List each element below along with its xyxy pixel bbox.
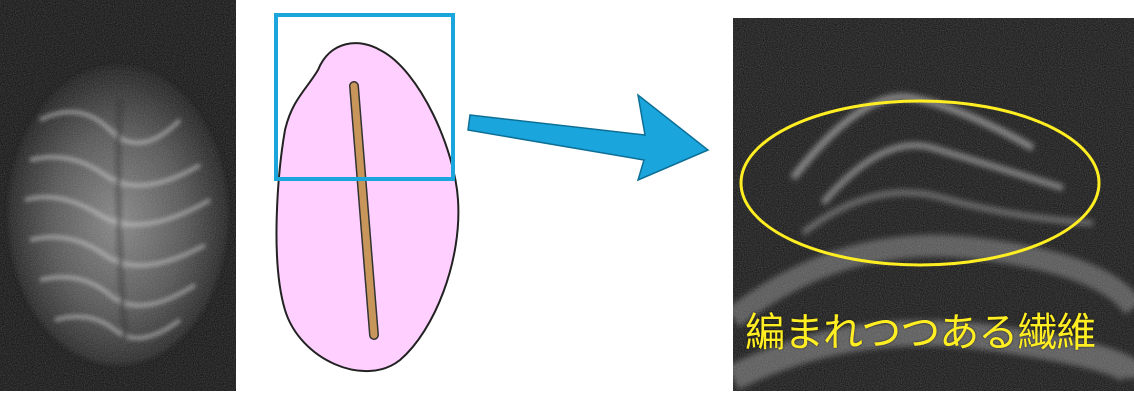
cell-with-rod-schematic-icon	[270, 10, 470, 380]
micrograph-fluorescence-fibers-icon	[0, 0, 236, 391]
left-micrograph	[0, 0, 236, 391]
cell-diagram	[270, 10, 470, 380]
fiber-caption: 編まれつつある繊維	[745, 300, 1125, 358]
arrow-right-icon	[460, 85, 720, 195]
zoom-arrow	[460, 85, 720, 195]
